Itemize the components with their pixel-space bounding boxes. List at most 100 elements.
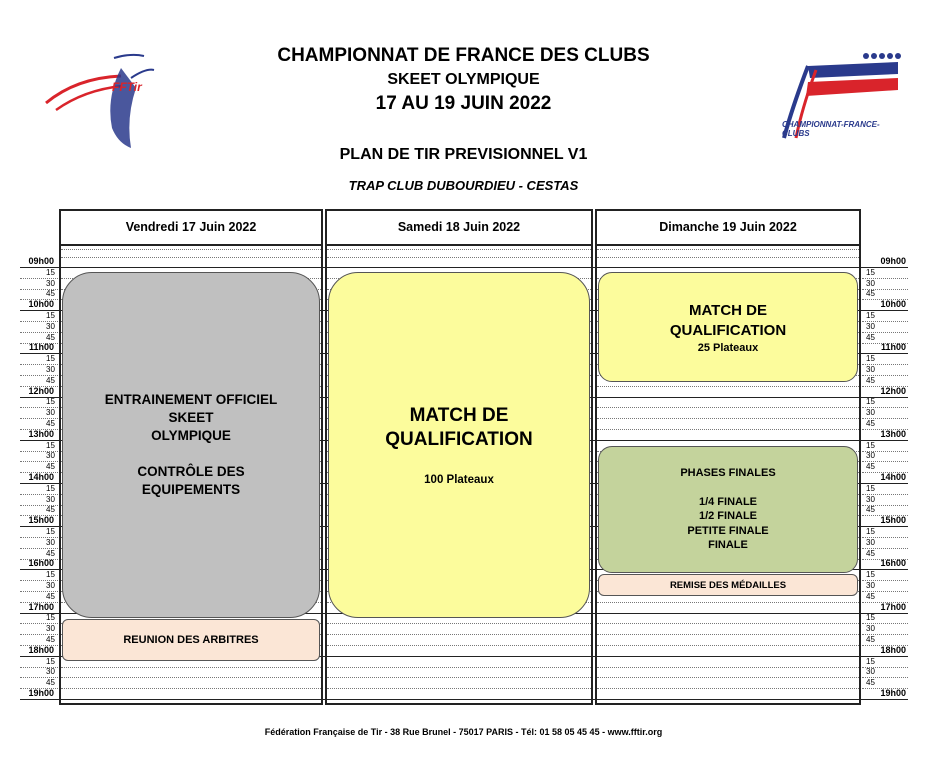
page-subtitle: SKEET OLYMPIQUE (387, 71, 540, 88)
hour-line (20, 655, 908, 657)
hour-label-left: 13h00 (28, 428, 54, 439)
quarter-label-left: 15 (46, 440, 55, 450)
quarter-line (20, 429, 58, 430)
quarter-label-right: 45 (866, 678, 875, 688)
quarter-label-left: 15 (46, 354, 55, 364)
block-line: SKEET (168, 410, 214, 425)
block-line: REMISE DES MÉDAILLES (669, 579, 787, 591)
quarter-label-right: 30 (866, 537, 875, 547)
quarter-line (597, 407, 859, 409)
fftir-logo: FFTir (36, 48, 166, 153)
quarter-line (20, 493, 58, 495)
quarter-label-right: 15 (866, 397, 875, 407)
quarter-line (20, 461, 58, 463)
day-column-friday (59, 209, 323, 705)
quarter-line (20, 331, 58, 333)
quarter-label-right: 30 (866, 321, 875, 331)
quarter-line (862, 623, 908, 625)
hour-label-right: 13h00 (880, 428, 906, 439)
block-line: PETITE FINALE (687, 524, 769, 537)
block-line: ENTRAINEMENT OFFICIEL (104, 392, 278, 407)
quarter-line (862, 472, 908, 474)
quarter-line (862, 580, 908, 582)
footer-contact: Fédération Française de Tir - 38 Rue Bru… (264, 727, 663, 737)
block-title-line: MATCH DE (688, 302, 768, 319)
quarter-line (20, 634, 58, 636)
quarter-line (597, 666, 859, 668)
quarter-line (20, 558, 58, 560)
hour-label-right: 12h00 (880, 385, 906, 396)
quarter-label-left: 15 (46, 656, 55, 666)
event-dates: 17 AU 19 JUIN 2022 (375, 93, 552, 114)
block-final-phases: PHASES FINALES 1/4 FINALE 1/2 FINALE PET… (598, 446, 858, 573)
hour-label-left: 16h00 (28, 558, 54, 569)
quarter-line (327, 688, 591, 690)
day-header-divider (595, 244, 861, 246)
day-column-saturday (325, 209, 593, 705)
hour-label-right: 18h00 (880, 644, 906, 655)
quarter-label-left: 15 (46, 570, 55, 580)
quarter-label-right: 15 (866, 267, 875, 277)
quarter-line (20, 580, 58, 582)
quarter-line (20, 537, 58, 538)
quarter-line (20, 277, 58, 279)
quarter-label-right: 30 (866, 494, 875, 504)
quarter-label-right: 45 (866, 462, 875, 472)
day-header-divider (325, 244, 593, 246)
quarter-line (327, 645, 591, 646)
quarter-line (20, 623, 58, 625)
quarter-line (20, 591, 58, 592)
quarter-label-right: 30 (866, 408, 875, 418)
quarter-label-left: 30 (46, 365, 55, 374)
quarter-label-right: 30 (866, 278, 875, 288)
quarter-label-left: 30 (46, 581, 55, 590)
quarter-label-left: 45 (46, 332, 55, 342)
quarter-label-right: 30 (866, 667, 875, 677)
quarter-line (20, 688, 58, 690)
quarter-label-left: 45 (46, 462, 55, 472)
quarter-label-left: 45 (46, 678, 55, 688)
quarter-line (20, 450, 58, 452)
block-sub: 25 Plateaux (697, 342, 759, 354)
block-line: OLYMPIQUE (151, 428, 231, 443)
quarter-line (862, 418, 908, 420)
quarter-line (597, 249, 859, 250)
venue-name: TRAP CLUB DUBOURDIEU - CESTAS (348, 178, 579, 193)
block-title-line: MATCH DE (409, 405, 509, 426)
quarter-line (862, 321, 908, 322)
quarter-label-left: 30 (46, 494, 55, 504)
championnat-clubs-logo-text: CHAMPIONNAT-FRANCE-CLUBS (782, 120, 880, 138)
quarter-label-right: 45 (866, 419, 875, 428)
quarter-line (862, 634, 908, 636)
day-header-saturday: Samedi 18 Juin 2022 (397, 220, 521, 234)
quarter-line (862, 547, 908, 549)
quarter-line (862, 493, 908, 495)
quarter-label-right: 15 (866, 570, 875, 580)
quarter-line (862, 601, 908, 603)
quarter-line (862, 429, 908, 430)
quarter-line (597, 418, 859, 420)
championnat-clubs-logo-icon (782, 53, 901, 139)
block-line: CONTRÔLE DES (137, 464, 245, 479)
quarter-label-left: 30 (46, 667, 55, 677)
quarter-line (862, 277, 908, 279)
block-saturday-qualification: MATCH DE QUALIFICATION 100 Plateaux (328, 272, 590, 618)
quarter-label-right: 45 (866, 289, 875, 299)
day-header-divider (59, 244, 323, 246)
quarter-line (20, 472, 58, 474)
quarter-line (20, 601, 58, 603)
block-training-official: ENTRAINEMENT OFFICIEL SKEET OLYMPIQUE CO… (62, 272, 320, 618)
quarter-line (61, 677, 321, 679)
block-title-line: QUALIFICATION (385, 429, 533, 450)
block-medal-ceremony: REMISE DES MÉDAILLES (598, 574, 858, 596)
quarter-line (61, 257, 321, 258)
quarter-label-right: 45 (866, 635, 875, 644)
quarter-line (862, 504, 908, 506)
quarter-label-right: 15 (866, 527, 875, 536)
hour-line (20, 267, 908, 268)
day-column-sunday (595, 209, 861, 705)
quarter-line (862, 461, 908, 463)
block-line: 1/4 FINALE (698, 495, 758, 508)
quarter-line (20, 364, 58, 366)
quarter-line (862, 288, 908, 290)
